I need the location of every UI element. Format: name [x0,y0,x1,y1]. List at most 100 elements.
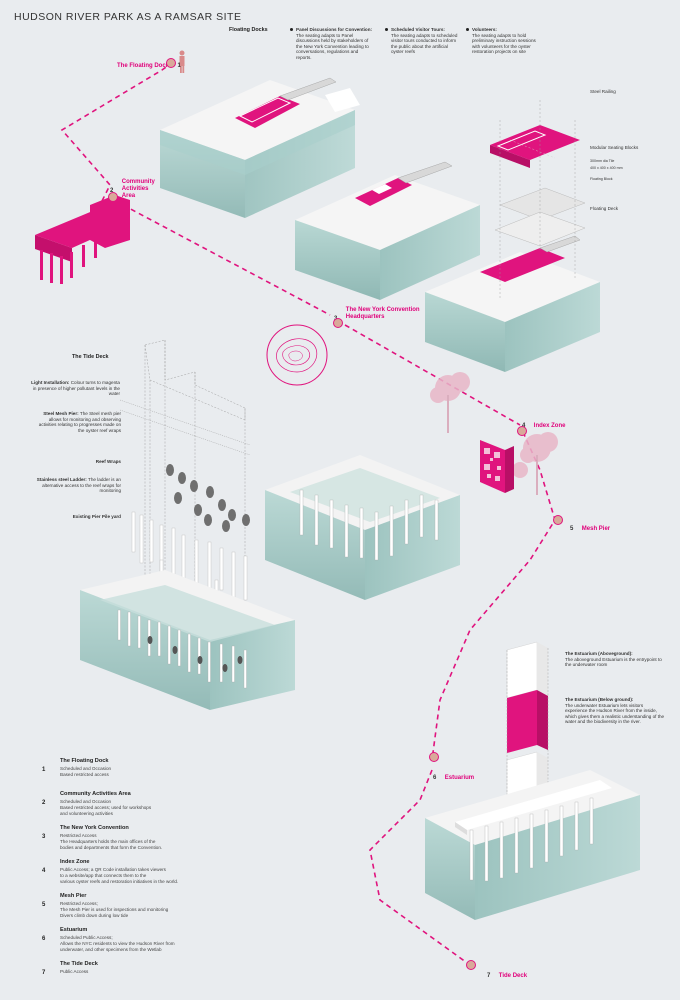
stop-number: 6 [433,775,437,781]
stop-1: The Floating Dock 1 [117,54,181,72]
label-modular-seating: Modular Seating Blocks [590,145,639,150]
stop-6: 6 Estuarium [433,766,474,784]
tide-deck-block-reefs [147,636,243,672]
label-tile-2: 400 x 400 x 400 mm [590,166,623,170]
annotation-light-installation: Light Installation: Colour turns to mage… [30,380,120,397]
stop-label: Tide Deck [498,973,528,979]
label-floating-deck: Floating Deck [590,206,619,211]
stop-7: 7 Tide Deck [487,964,527,982]
bullet-body: The seating adapts to scheduled visitor … [391,32,458,55]
stop-5-marker [553,515,563,525]
oyster-icon [266,324,328,386]
annotation-steel-mesh-pier: Steel Mesh Pier: The Steel mesh pier all… [38,411,121,433]
estuarium-above-body: The aboveground Estuarium is the entrypo… [565,656,662,668]
stop-number: 5 [570,526,574,532]
legend-item-2: 2 Community Activities Area Scheduled an… [42,791,151,816]
estuarium-piles [469,797,594,882]
tide-deck-heading: The Tide Deck [72,354,109,360]
legend-item-7: 7 The Tide Deck Public Access [42,961,98,979]
legend-desc: Public Access; a QR Code installation ta… [60,867,179,884]
reef-wraps [166,464,250,532]
stop-label: The Floating Dock [117,63,170,69]
tide-deck-block [80,570,295,710]
bullet-title: Volunteers: [472,27,497,32]
legend-title: The Tide Deck [60,961,98,967]
legend-item-6: 6 Estuarium Scheduled Public Access; All… [42,927,175,952]
bullet-title: Panel Discussions for Convention: [296,27,373,32]
estuarium-below-body: The underwater Estuarium lets visitors e… [565,702,665,725]
legend-title: Index Zone [60,859,90,865]
legend-title: Mesh Pier [60,893,87,899]
label-steel-railing: Steel Railing [590,89,616,94]
legend-item-5: 5 Mesh Pier Restricted Access; The Mesh … [42,893,168,918]
annotation-title: Existing Pier Pile yard [72,514,121,519]
label-floating-block: Floating Block [590,177,613,181]
annotation-reef-wraps: Reef Wraps [60,459,121,465]
stop-label: Index Zone [533,423,566,429]
bullet-icon [290,28,293,32]
legend-number: 3 [42,834,46,840]
estuarium-above-text: The Estuarium (Aboveground): The abovegr… [565,651,663,668]
stop-label: Mesh Pier [581,526,611,532]
page-title: HUDSON RIVER PARK AS A RAMSAR SITE [14,11,242,23]
annotation-pier-pile-yard: Existing Pier Pile yard [40,514,121,520]
legend-desc: Restricted Access The Headquarters holds… [60,833,163,850]
qr-code-installation [480,440,514,493]
dock-block-2 [295,161,480,300]
legend-number: 6 [42,936,46,942]
floating-docks-bullet-3: Volunteers: The seating adapts to hold p… [466,27,541,55]
legend-desc: Scheduled and Occasion Based restricted … [60,799,152,816]
legend-title: Community Activities Area [60,791,131,797]
stop-number: 2 [110,188,114,194]
route-path [60,61,556,966]
stop-3: 3 The New York Convention Headquarters [334,307,436,325]
annotation-title: Stainless steel Ladder: [36,477,87,482]
legend-item-3: 3 The New York Convention Restricted Acc… [42,825,162,850]
legend-desc: Restricted Access; The Mesh Pier is used… [60,901,169,918]
floating-docks-bullet-1: Panel Discussions for Convention: The se… [290,27,375,61]
bullet-body: The seating adapts to Panel discussions … [296,32,369,60]
legend-number: 7 [42,970,46,976]
floating-docks-heading: Floating Docks [229,27,268,33]
stop-label: The New York Convention Headquarters [345,307,420,320]
estuarium-below-text: The Estuarium (Below ground): The underw… [565,697,665,725]
exploded-dock [490,100,586,300]
legend-number: 1 [42,767,46,773]
legend-desc: Scheduled and Occasion Based restricted … [60,766,112,777]
dock-block-3 [425,235,600,372]
stop-2: 2 Community Activities Area [110,179,160,200]
mesh-pier-piles [299,489,439,561]
bullet-icon [466,28,469,32]
estuarium-above-title: The Estuarium (Aboveground): [565,651,633,656]
stop-label: Community Activities Area [121,179,155,199]
bullet-title: Scheduled Visitor Tours: [391,27,445,32]
stop-number: 7 [487,973,491,979]
legend-item-1: 1 The Floating Dock Scheduled and Occasi… [42,758,111,777]
annotation-title: Reef Wraps [95,459,121,464]
legend-title: The Floating Dock [60,758,109,764]
legend-title: Estuarium [60,927,88,933]
bullet-body: The seating adapts to hold preliminary i… [472,32,536,55]
label-tile-1: 300mm dia Tile [590,159,615,163]
stop-5: 5 Mesh Pier [570,517,610,535]
index-zone-trees [430,372,558,495]
community-activities-structure [35,195,130,284]
stop-2-marker [108,192,118,202]
stop-number: 1 [177,63,181,69]
floating-docks-bullet-2: Scheduled Visitor Tours: The seating ada… [385,27,460,55]
annotation-body: Colour turns to magenta in presence of h… [32,380,120,397]
person-icon [179,50,185,73]
stop-3-marker [333,318,343,328]
legend-desc: Scheduled Public Access; Allows the NYC … [60,935,175,952]
bullet-icon [385,28,388,32]
estuarium-below-title: The Estuarium (Below ground): [565,697,634,702]
legend-title: The New York Convention [60,825,129,831]
legend-number: 4 [42,868,46,874]
legend-desc: Public Access [60,969,89,974]
stop-4: 4 Index Zone [522,414,565,432]
estuarium-block [425,770,640,920]
legend-item-4: 4 Index Zone Public Access; a QR Code in… [42,859,178,884]
annotation-title: Steel Mesh Pier: [43,411,79,416]
